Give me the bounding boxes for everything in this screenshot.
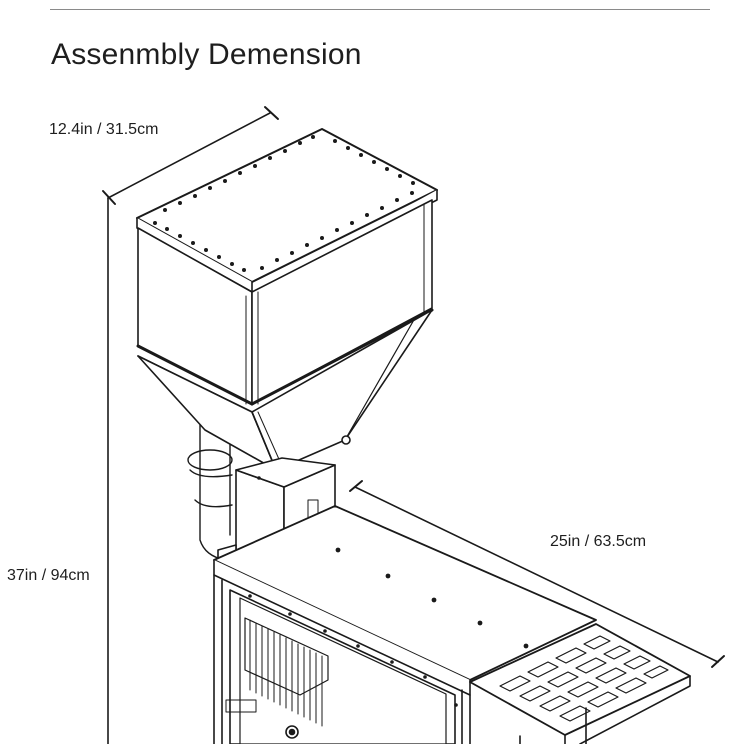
hopper-lid	[136, 128, 438, 293]
side-shelf	[469, 623, 691, 744]
height-dimension-label: 37in / 94cm	[7, 567, 90, 584]
width-dimension-label: 25in / 63.5cm	[550, 533, 647, 550]
page-title: Assenmbly Demension	[51, 38, 362, 71]
top-holes	[335, 547, 529, 649]
panel-rivets	[248, 594, 458, 707]
auger-tube	[187, 424, 233, 561]
burner-fins	[244, 617, 329, 727]
dimension-lines	[102, 106, 725, 744]
lid-rivets	[153, 135, 415, 272]
shelf-cutouts	[499, 635, 669, 722]
hopper-box	[136, 199, 434, 413]
depth-dimension-label: 12.4in / 31.5cm	[49, 121, 159, 138]
grill-cabinet	[213, 505, 597, 744]
header-divider	[50, 9, 710, 10]
